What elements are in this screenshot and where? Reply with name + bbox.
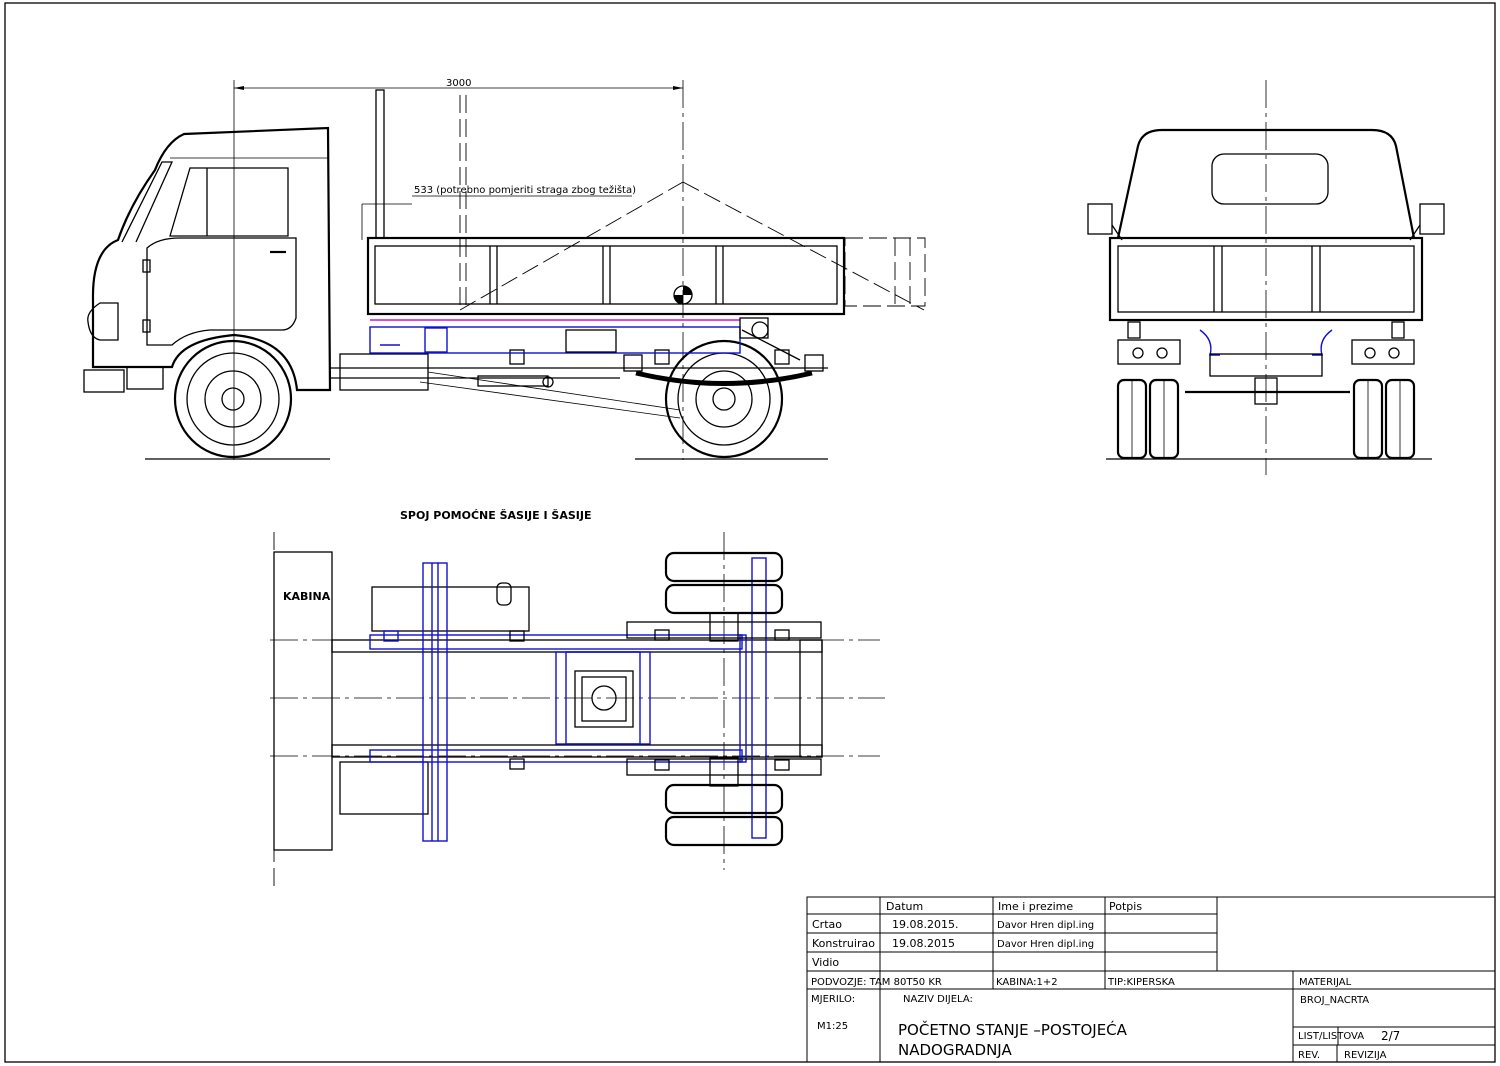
header-name: Ime i prezime [998, 900, 1073, 913]
tipped-body-dashed [459, 95, 926, 311]
dimension-533: 533 (potrebno pomjeriti straga zbog teži… [361, 184, 636, 240]
side-view: 3000 533 (potrebno pomjeriti straga zbog… [83, 78, 926, 460]
drawing-number-field: BROJ_NACRTA [1300, 995, 1369, 1006]
revision-label: REVIZIJA [1344, 1050, 1387, 1061]
cabin-label: KABINA [283, 590, 331, 603]
cabin-side [83, 126, 332, 393]
chassis-side [330, 349, 828, 419]
row-name-designed: Davor Hren dipl.ing [997, 939, 1094, 950]
plan-view: SPOJ POMOĆNE ŠASIJE I ŠASIJE KABINA [270, 509, 885, 888]
subframe-side [369, 317, 801, 361]
row-date-drawn: 19.08.2015. [892, 918, 958, 931]
tipper-body-side [366, 236, 846, 316]
dimension-3000-label: 3000 [446, 78, 471, 89]
sheet-value: 2/7 [1381, 1029, 1400, 1043]
dimension-533-label: 533 (potrebno pomjeriti straga zbog teži… [414, 184, 636, 196]
type-field: TIP:KIPERSKA [1107, 977, 1175, 988]
header-date: Datum [886, 900, 923, 913]
scale-label: MJERILO: [811, 994, 855, 1005]
material-field: MATERIJAL [1299, 977, 1352, 988]
rear-wheel-side [635, 339, 813, 459]
scale-value: M1:25 [817, 1021, 848, 1032]
front-wheel-side [173, 339, 293, 459]
part-name-line2: NADOGRADNJA [898, 1041, 1012, 1059]
row-role-drawn: Crtao [812, 918, 842, 931]
title-block: Datum Ime i prezime Potpis Crtao 19.08.2… [806, 896, 1496, 1063]
header-signature: Potpis [1109, 900, 1142, 913]
sheet-border [4, 2, 1496, 1063]
row-date-designed: 19.08.2015 [892, 937, 955, 950]
dimension-3000: 3000 [233, 78, 684, 460]
plan-view-heading: SPOJ POMOĆNE ŠASIJE I ŠASIJE [400, 509, 591, 522]
cabin-field: KABINA:1+2 [996, 977, 1058, 988]
row-role-designed: Konstruirao [812, 937, 875, 950]
sheet-label: LIST/LISTOVA [1298, 1031, 1364, 1042]
row-role-checked: Vidio [812, 956, 839, 969]
part-name-line1: POČETNO STANJE –POSTOJEĆA [898, 1020, 1128, 1039]
row-name-drawn: Davor Hren dipl.ing [997, 920, 1094, 931]
rear-view [1087, 80, 1445, 475]
chassis-field: PODVOZJE: TAM 80T50 KR [811, 977, 942, 988]
rev-label: REV. [1298, 1050, 1320, 1061]
part-name-label: NAZIV DIJELA: [903, 994, 973, 1005]
